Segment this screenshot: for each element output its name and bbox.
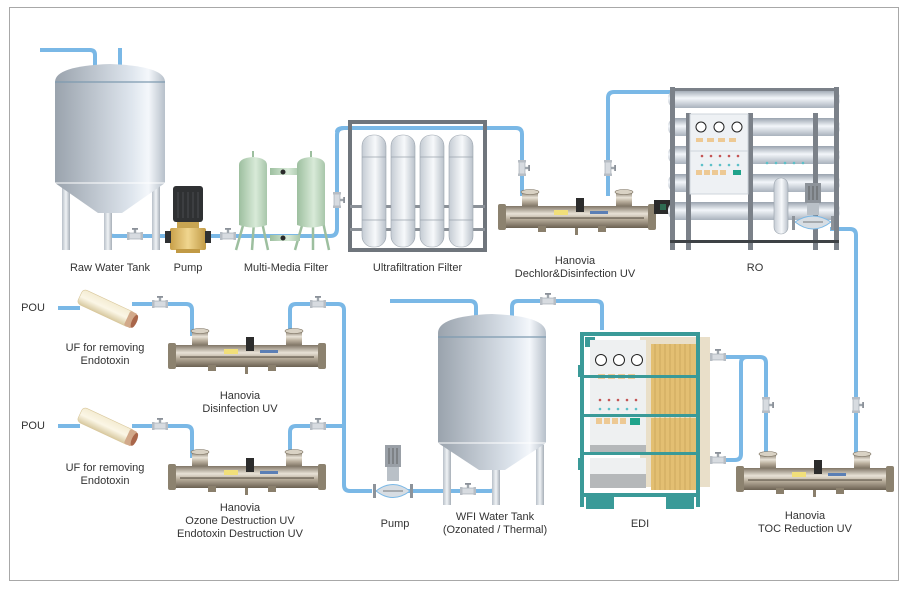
- toc-uv-label: Hanovia TOC Reduction UV: [745, 510, 865, 536]
- multi-media-filter-icon: [234, 151, 331, 251]
- valve-icon: [709, 348, 727, 362]
- uf-cartridge-2-icon: [76, 406, 141, 449]
- ro-pump-icon: [792, 183, 834, 230]
- pipe-edi-lower: [700, 355, 748, 462]
- pipe-wfi-inlet: [390, 299, 478, 318]
- uf-endotoxin-1-label: UF for removing Endotoxin: [55, 342, 155, 368]
- valve-icon: [151, 295, 169, 309]
- pipe-uv1-to-uf1: [132, 302, 194, 336]
- pou-1-label: POU: [21, 302, 45, 314]
- uf-endotoxin-2-line2: Endotoxin: [80, 475, 130, 487]
- disinfection-uv-line1: Hanovia: [219, 390, 261, 402]
- raw-water-tank-icon: [55, 64, 165, 250]
- ro-icon: [668, 87, 840, 250]
- toc-uv-line2: TOC Reduction UV: [758, 523, 852, 535]
- pipe-ro-to-toc: [830, 227, 858, 462]
- pump-1-label: Pump: [173, 262, 203, 274]
- ro-label: RO: [746, 262, 764, 274]
- pipe-loop-branch2: [288, 424, 344, 458]
- ultrafiltration-filter-icon: [348, 120, 487, 252]
- valve-icon: [309, 295, 327, 309]
- dechlor-uv-label-line1: Hanovia: [554, 255, 596, 267]
- pipe-uv-to-ro: [606, 90, 680, 196]
- valve-icon: [459, 482, 477, 496]
- valve-icon: [851, 396, 865, 414]
- pipe-edi-to-toc: [700, 355, 768, 462]
- valve-icon: [603, 159, 617, 177]
- edi-label: EDI: [630, 518, 650, 530]
- disinfection-uv-line2: Disinfection UV: [202, 403, 278, 415]
- pump-2-icon: [373, 445, 413, 498]
- valve-icon: [517, 159, 531, 177]
- valve-icon: [219, 227, 237, 241]
- disinfection-uv-label: Hanovia Disinfection UV: [185, 390, 295, 416]
- dechlor-uv-label-line2: Dechlor&Disinfection UV: [514, 268, 636, 280]
- wfi-tank-line2: (Ozonated / Thermal): [442, 524, 548, 536]
- ozone-uv-line3: Endotoxin Destruction UV: [177, 528, 303, 540]
- pipe-pump-to-loop: [288, 302, 372, 493]
- pipe-edi-to-wfi: [510, 299, 604, 330]
- uf-endotoxin-2-line1: UF for removing: [65, 462, 145, 474]
- uf-endotoxin-1-line1: UF for removing: [65, 342, 145, 354]
- pou-2-label: POU: [21, 420, 45, 432]
- valve-icon: [539, 292, 557, 306]
- toc-uv-icon: [735, 451, 895, 498]
- ozone-uv-line1: Hanovia: [219, 502, 261, 514]
- valve-icon: [761, 396, 775, 414]
- wfi-tank-line1: WFI Water Tank: [455, 511, 535, 523]
- pump-2-label: Pump: [380, 518, 410, 530]
- dechlor-uv-label: Hanovia Dechlor&Disinfection UV: [490, 255, 660, 281]
- valve-icon: [332, 191, 346, 209]
- pipe-uv2-to-uf2: [132, 424, 194, 458]
- pipe-uf-header: [335, 126, 524, 196]
- edi-icon: [578, 332, 710, 509]
- valve-icon: [151, 417, 169, 431]
- ozone-uv-label: Hanovia Ozone Destruction UV Endotoxin D…: [170, 502, 310, 541]
- wfi-tank-label: WFI Water Tank (Ozonated / Thermal): [440, 511, 550, 537]
- raw-water-tank-label: Raw Water Tank: [69, 262, 151, 274]
- valve-icon: [709, 451, 727, 465]
- pipe-raw-inlet: [40, 48, 97, 68]
- pump-icon: [165, 186, 211, 253]
- toc-uv-line1: Hanovia: [784, 510, 826, 522]
- uf-cartridge-1-icon: [76, 288, 141, 331]
- ozone-uv-line2: Ozone Destruction UV: [185, 515, 295, 527]
- ultrafiltration-filter-label: Ultrafiltration Filter: [372, 262, 463, 274]
- dechlor-uv-icon: [497, 189, 670, 236]
- wfi-tank-icon: [438, 314, 546, 505]
- valve-icon: [126, 227, 144, 241]
- valve-icon: [309, 417, 327, 431]
- multi-media-filter-label: Multi-Media Filter: [243, 262, 329, 274]
- pipe-network: [40, 48, 858, 493]
- pipe-raw-to-pump: [106, 210, 170, 238]
- uf-endotoxin-1-line2: Endotoxin: [80, 355, 130, 367]
- uf-endotoxin-2-label: UF for removing Endotoxin: [55, 462, 155, 488]
